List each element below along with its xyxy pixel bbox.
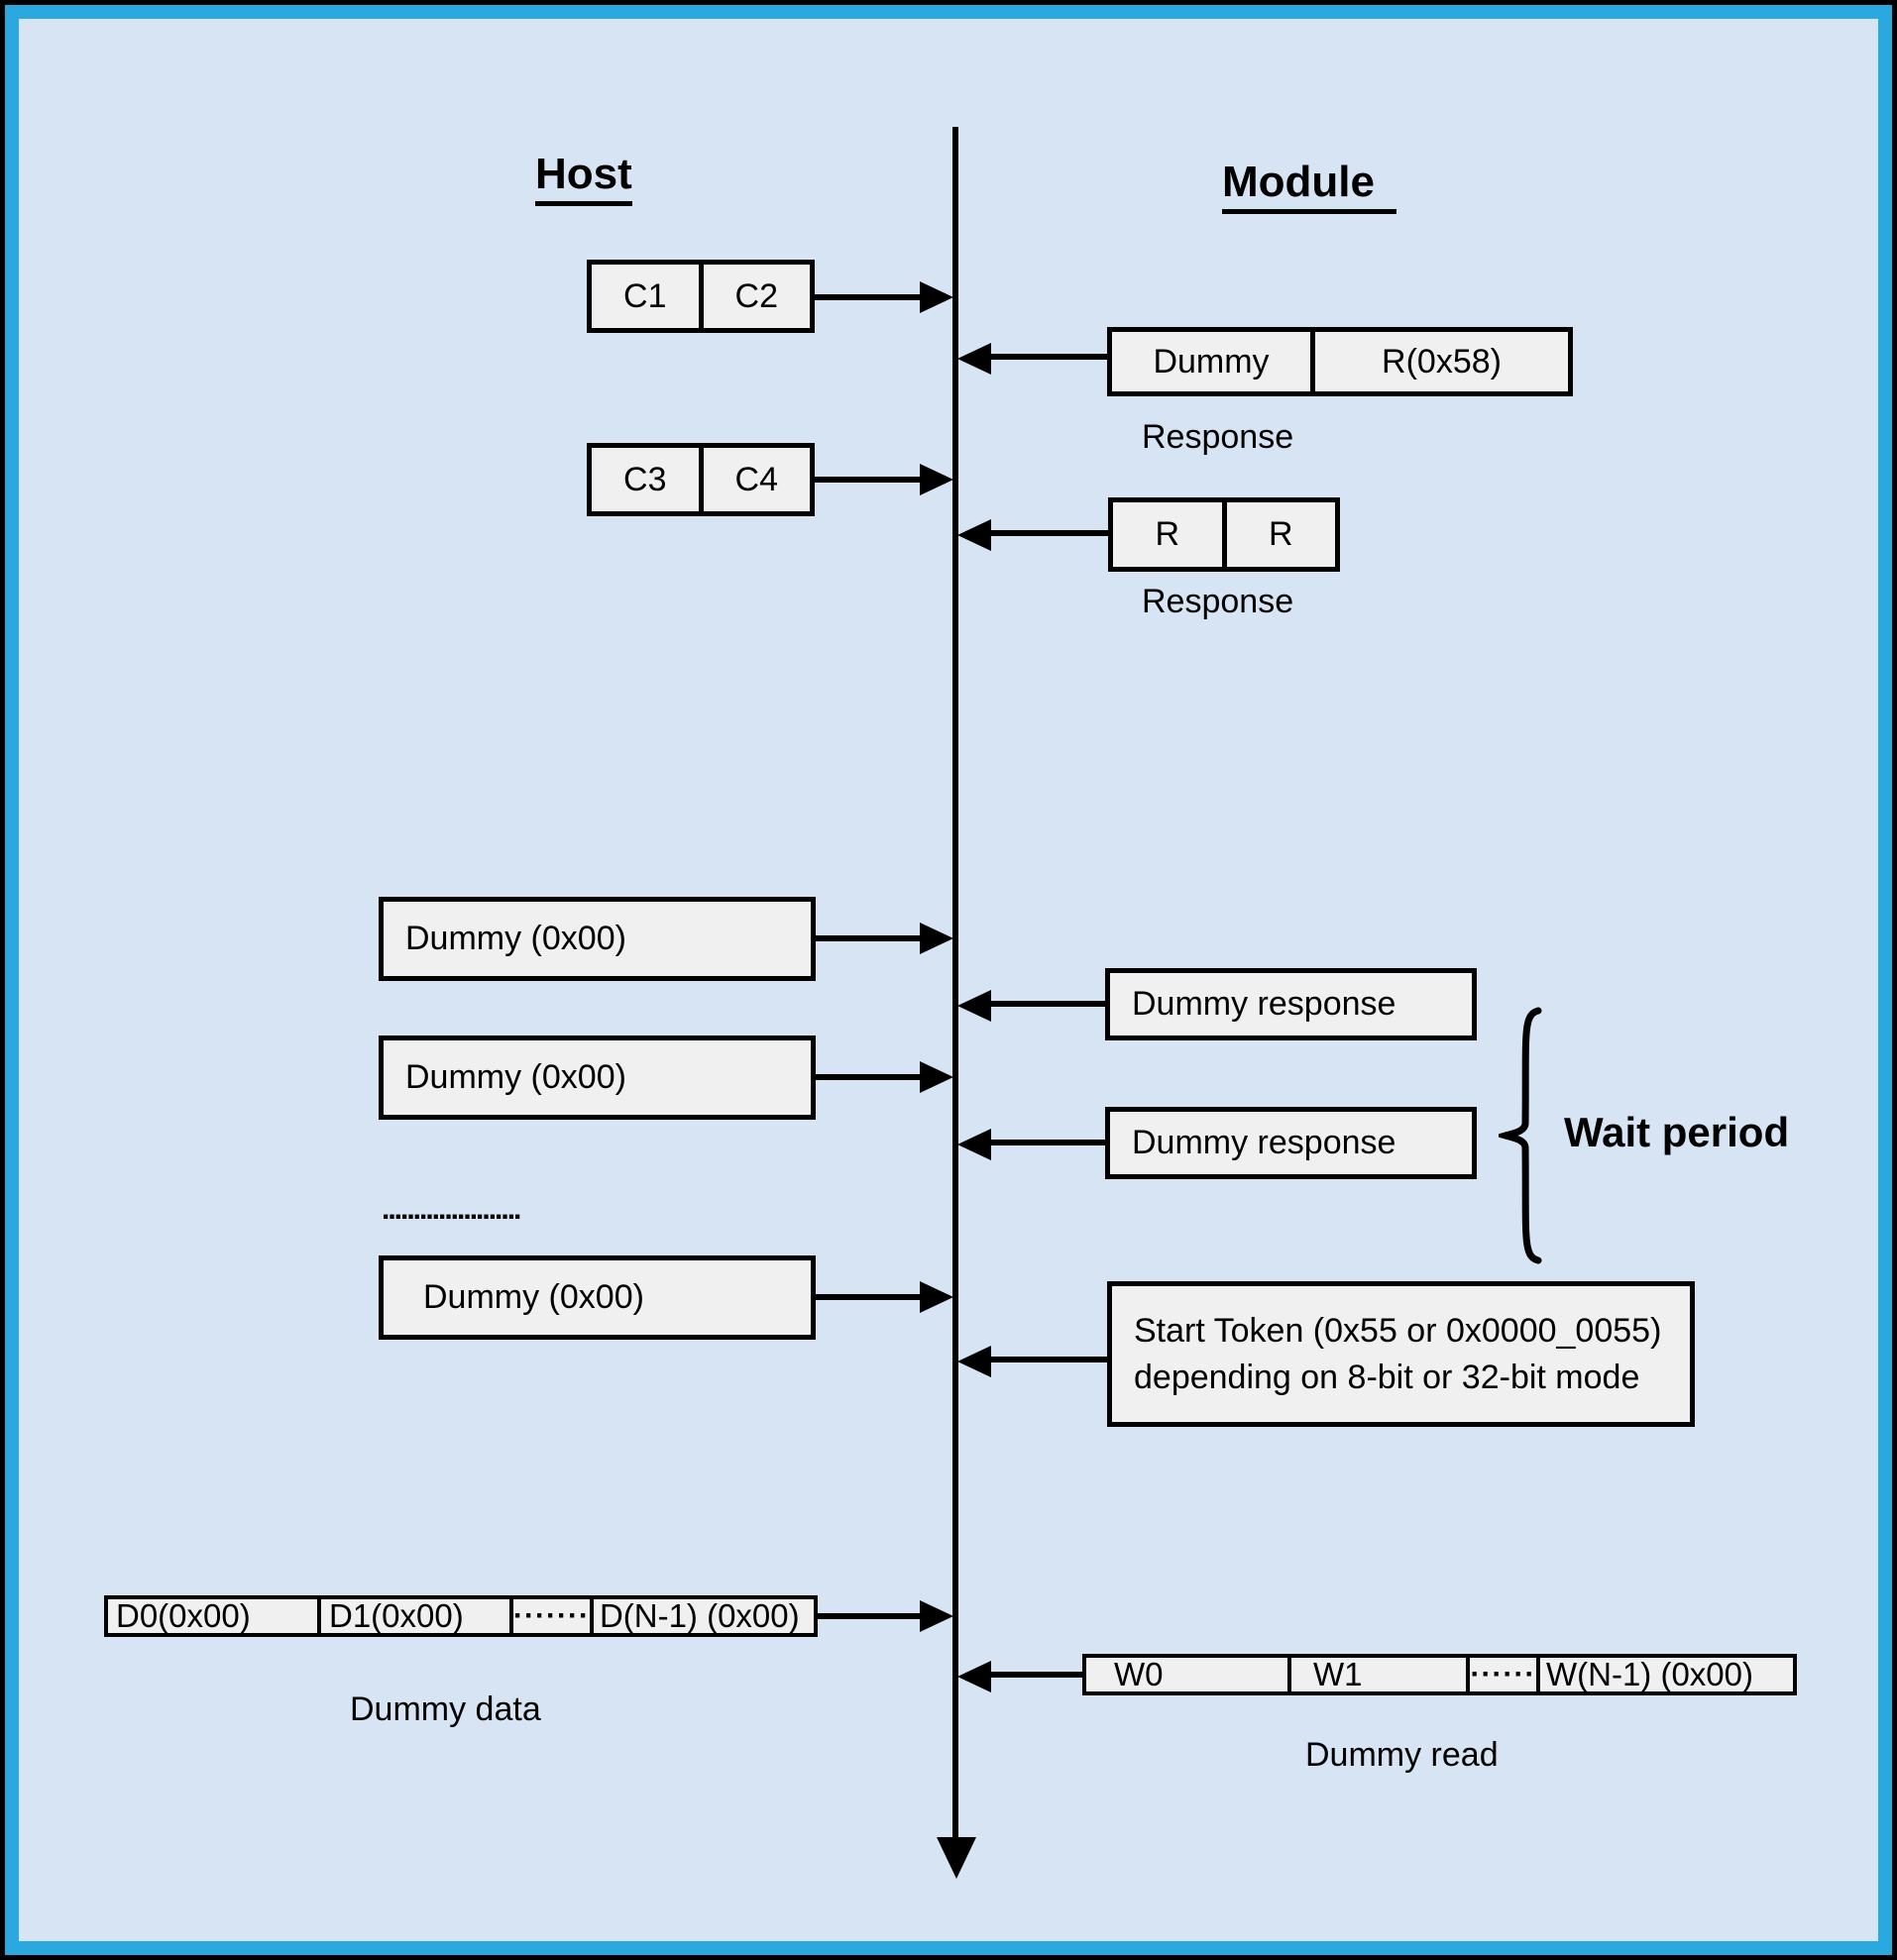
cmd-c3c4-box: C3 C4 xyxy=(587,443,815,516)
timeline-line xyxy=(952,127,958,1851)
dummy-send-3-box: Dummy (0x00) xyxy=(379,1255,816,1340)
dummy-response-1-label: Dummy response xyxy=(1132,985,1396,1023)
arrow-host-dummy2-line xyxy=(816,1074,920,1080)
host-ellipsis: ...................... xyxy=(382,1193,521,1226)
resp-cell-r0x58: R(0x58) xyxy=(1382,342,1502,381)
arrow-host-dummy3-line xyxy=(816,1294,920,1300)
resp-cell-r1: R xyxy=(1113,502,1227,567)
cmd-cell-c3: C3 xyxy=(592,448,704,511)
data-cell-d0: D0(0x00) xyxy=(108,1597,321,1634)
data-cell-dots: ······· xyxy=(513,1599,594,1633)
arrow-host-c1c2-head-icon xyxy=(920,281,953,313)
arrow-module-r58-line xyxy=(991,354,1107,360)
resp-cell-dummy: Dummy xyxy=(1112,332,1315,391)
resp-cell-r2: R xyxy=(1268,515,1293,553)
arrow-host-data-head-icon xyxy=(920,1600,953,1632)
resp-rr-box: R R xyxy=(1108,497,1340,572)
cmd-cell-c4: C4 xyxy=(734,460,778,498)
read-cell-dots: ······ xyxy=(1470,1658,1540,1691)
dummy-read-label: Dummy read xyxy=(1305,1736,1499,1774)
arrow-module-read-head-icon xyxy=(957,1661,991,1692)
data-cell-d1: D1(0x00) xyxy=(321,1597,513,1634)
dummy-data-label: Dummy data xyxy=(350,1690,541,1728)
timeline-arrowhead-icon xyxy=(937,1837,976,1879)
arrow-module-dresp1-head-icon xyxy=(957,990,991,1022)
arrow-host-dummy3-head-icon xyxy=(920,1281,953,1313)
dummy-data-box: D0(0x00) D1(0x00) ······· D(N-1) (0x00) xyxy=(104,1595,818,1637)
dummy-send-3-label: Dummy (0x00) xyxy=(423,1278,644,1316)
diagram-background: Host Module C1 C2 Dummy R(0x58) Response… xyxy=(19,19,1878,1941)
dummy-read-box: W0 W1 ······ W(N-1) (0x00) xyxy=(1082,1654,1797,1695)
cmd-cell-c1: C1 xyxy=(592,265,704,328)
arrow-host-c3c4-line xyxy=(815,477,920,483)
arrow-module-token-head-icon xyxy=(957,1346,991,1377)
arrow-module-dresp2-head-icon xyxy=(957,1129,991,1160)
dummy-send-2-box: Dummy (0x00) xyxy=(379,1035,816,1120)
dummy-send-2-label: Dummy (0x00) xyxy=(405,1058,626,1096)
dummy-response-2-label: Dummy response xyxy=(1132,1124,1396,1161)
data-cell-dn1: D(N-1) (0x00) xyxy=(599,1597,800,1634)
arrow-module-token-line xyxy=(991,1357,1107,1362)
resp-dummy-r58-box: Dummy R(0x58) xyxy=(1107,327,1573,396)
arrow-module-dresp1-line xyxy=(991,1001,1105,1007)
read-cell-w1: W1 xyxy=(1291,1656,1470,1692)
wait-period-label: Wait period xyxy=(1564,1109,1790,1155)
dummy-response-1-box: Dummy response xyxy=(1105,968,1477,1040)
start-token-box: Start Token (0x55 or 0x0000_0055) depend… xyxy=(1107,1281,1695,1427)
dummy-send-1-box: Dummy (0x00) xyxy=(379,897,816,981)
arrow-host-data-line xyxy=(818,1613,920,1619)
arrow-host-c1c2-line xyxy=(815,294,920,300)
cmd-c1c2-box: C1 C2 xyxy=(587,260,815,333)
arrow-module-dresp2-line xyxy=(991,1140,1105,1145)
response-label-1: Response xyxy=(1142,418,1294,456)
host-title: Host xyxy=(535,150,632,207)
module-title: Module xyxy=(1222,158,1396,215)
wait-period-brace-icon xyxy=(1499,1007,1542,1264)
arrow-host-dummy1-line xyxy=(816,935,920,941)
arrow-module-rr-head-icon xyxy=(957,519,991,551)
dummy-send-1-label: Dummy (0x00) xyxy=(405,920,626,957)
arrow-host-dummy1-head-icon xyxy=(920,923,953,954)
arrow-module-r58-head-icon xyxy=(957,343,991,375)
start-token-line2: depending on 8-bit or 32-bit mode xyxy=(1134,1358,1640,1396)
response-label-2: Response xyxy=(1142,583,1294,620)
cmd-cell-c2: C2 xyxy=(734,276,778,315)
arrow-module-read-line xyxy=(991,1672,1082,1678)
arrow-host-c3c4-head-icon xyxy=(920,464,953,495)
start-token-line1: Start Token (0x55 or 0x0000_0055) xyxy=(1134,1311,1662,1350)
dummy-response-2-box: Dummy response xyxy=(1105,1107,1477,1179)
arrow-module-rr-line xyxy=(991,530,1108,536)
read-cell-w0: W0 xyxy=(1086,1656,1291,1692)
read-cell-wn1: W(N-1) (0x00) xyxy=(1546,1656,1754,1692)
arrow-host-dummy2-head-icon xyxy=(920,1061,953,1093)
